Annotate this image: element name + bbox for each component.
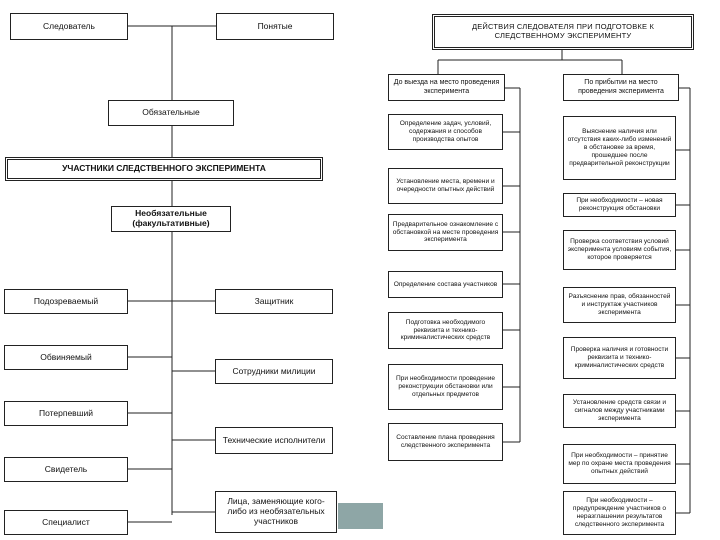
col2-item-6: Установление средств связи и сигналов ме…: [563, 394, 676, 428]
col1-item-6: При необходимости проведение реконструкц…: [388, 364, 503, 410]
col1-item-2: Установление места, времени и очередност…: [388, 168, 503, 204]
node-substitute-persons: Лица, заменяющие кого-либо из необязател…: [215, 491, 337, 533]
col1-item-7: Составление плана проведения следственно…: [388, 423, 503, 461]
node-investigator: Следователь: [10, 13, 128, 40]
col2-item-7: При необходимости – принятие мер по охра…: [563, 444, 676, 484]
node-witness: Свидетель: [4, 457, 128, 482]
node-participants-title: УЧАСТНИКИ СЛЕДСТВЕННОГО ЭКСПЕРИМЕНТА: [5, 157, 323, 181]
node-victim: Потерпевший: [4, 401, 128, 426]
node-specialist: Специалист: [4, 510, 128, 535]
node-optional: Необязательные (факультативные): [111, 206, 231, 232]
col1-item-5: Подготовка необходимого реквизита и техн…: [388, 312, 503, 349]
col2-header: По прибытии на место проведения эксперим…: [563, 74, 679, 101]
node-defender: Защитник: [215, 289, 333, 314]
col2-item-3: Проверка соответствия условий эксперимен…: [563, 230, 676, 270]
col1-header: До выезда на место проведения эксперимен…: [388, 74, 505, 101]
node-optional-line2: (факультативные): [132, 218, 210, 228]
col2-item-4: Разъяснение прав, обязанностей и инструк…: [563, 287, 676, 323]
col2-item-8: При необходимости – предупреждение участ…: [563, 491, 676, 535]
col1-item-4: Определение состава участников: [388, 271, 503, 298]
node-suspect: Подозреваемый: [4, 289, 128, 314]
node-mandatory: Обязательные: [108, 100, 234, 126]
col2-item-2: При необходимости – новая реконструкция …: [563, 193, 676, 217]
node-witnesses-attesting: Понятые: [216, 13, 334, 40]
node-actions-title: ДЕЙСТВИЯ СЛЕДОВАТЕЛЯ ПРИ ПОДГОТОВКЕ К СЛ…: [432, 14, 694, 50]
col2-item-1: Выяснение наличия или отсутствия каких-л…: [563, 116, 676, 180]
node-police-officers: Сотрудники милиции: [215, 359, 333, 384]
node-optional-line1: Необязательные: [135, 208, 207, 219]
node-accused: Обвиняемый: [4, 345, 128, 370]
gray-accent-block: [338, 503, 383, 529]
col1-item-3: Предварительное ознакомление с обстановк…: [388, 214, 503, 251]
col1-item-1: Определение задач, условий, содержания и…: [388, 114, 503, 150]
col2-item-5: Проверка наличия и готовности реквизита …: [563, 337, 676, 379]
node-technical-staff: Технические исполнители: [215, 427, 333, 454]
